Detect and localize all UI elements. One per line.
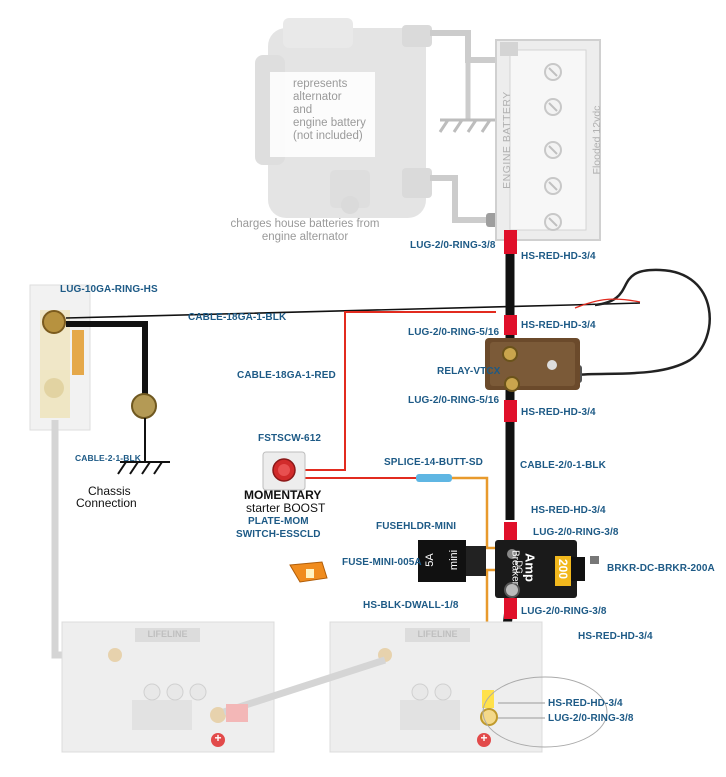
- label-lug-top: LUG-2/0-RING-3/8: [410, 240, 496, 251]
- breaker-amps: 200: [556, 558, 570, 580]
- label-hs-red-2: HS-RED-HD-3/4: [521, 320, 596, 331]
- alternator-caption: charges house batteries from engine alte…: [215, 218, 395, 244]
- label-hs-red-1: HS-RED-HD-3/4: [521, 251, 596, 262]
- heat-shrink-4: [504, 522, 517, 542]
- label-fuse: FUSE-MINI-005A: [342, 557, 422, 568]
- ground-symbol: [438, 118, 496, 133]
- alternator-positive-wire: [430, 175, 495, 223]
- label-switch-esscld: SWITCH-ESSCLD: [236, 529, 321, 540]
- label-fuseholder: FUSEHLDR-MINI: [376, 521, 457, 532]
- relay-harness-wire: [574, 268, 711, 377]
- alternator-note-line: (not included): [293, 130, 363, 142]
- battery-interconnect: [222, 656, 387, 716]
- engine-battery-type: Flooded 12vdc: [591, 105, 603, 175]
- callout-ellipse: [482, 676, 608, 748]
- breaker-word: Breaker: [509, 549, 521, 585]
- fuse-holder: [418, 540, 486, 582]
- heat-shrink-3: [504, 400, 517, 422]
- heat-shrink-5: [504, 597, 517, 619]
- house-battery-right: [329, 621, 543, 753]
- label-starter-boost: starter BOOST: [246, 501, 326, 515]
- alternator-caption-line: engine alternator: [261, 231, 349, 243]
- label-lug-10ga: LUG-10GA-RING-HS: [60, 284, 158, 295]
- signal-wire-black: [65, 302, 641, 319]
- label-chassis-1: Chassis: [88, 484, 131, 498]
- label-breaker: BRKR-DC-BRKR-200A: [607, 563, 715, 574]
- breaker-unit: Amp: [522, 553, 538, 582]
- engine-battery: [495, 39, 601, 241]
- heat-shrink-2: [504, 315, 517, 335]
- label-hs-red-6: HS-RED-HD-3/4: [548, 698, 623, 709]
- fuse-holder-size: mini: [448, 549, 460, 571]
- alternator-illustration: [255, 18, 432, 218]
- house-battery-right-brand: LIFELINE: [417, 629, 458, 639]
- house-battery-left-brand: LIFELINE: [147, 629, 188, 639]
- chassis-ground-symbol: [117, 418, 170, 475]
- alternator-ground-wire: [430, 30, 500, 63]
- chassis-stud: [131, 393, 157, 419]
- fuse-holder-rating: 5A: [424, 553, 436, 567]
- label-lug-38-b: LUG-2/0-RING-3/8: [521, 606, 607, 617]
- alternator-caption-line: charges house batteries from: [230, 218, 380, 230]
- label-splice: SPLICE-14-BUTT-SD: [384, 457, 483, 468]
- house-battery-right-plus: +: [480, 731, 488, 745]
- circuit-breaker: [495, 540, 599, 598]
- house-battery-left-plus: +: [214, 731, 222, 745]
- label-cable-18ga-red: CABLE-18GA-1-RED: [237, 370, 336, 381]
- spare-fuse-icon: [289, 561, 328, 583]
- alternator-note-line: represents: [293, 78, 348, 90]
- label-lug-516-a: LUG-2/0-RING-5/16: [408, 327, 500, 338]
- relay-body: [485, 338, 580, 392]
- momentary-switch: [262, 451, 306, 491]
- chassis-cable: [66, 321, 148, 410]
- label-hs-red-3: HS-RED-HD-3/4: [521, 407, 596, 418]
- engine-battery-name: ENGINE BATTERY: [501, 91, 513, 189]
- alternator-note-line: engine battery: [293, 117, 366, 129]
- alternator-note-line: and: [293, 104, 313, 116]
- label-chassis-2: Connection: [76, 496, 137, 510]
- label-lug-38-c: LUG-2/0-RING-3/8: [548, 713, 634, 724]
- chassis-busbar: [29, 284, 91, 431]
- signal-wire-red: [300, 311, 496, 471]
- house-battery-left: [61, 621, 275, 753]
- label-momentary: MOMENTARY: [244, 488, 322, 502]
- label-plate-mom: PLATE-MOM: [248, 516, 309, 527]
- label-lug-516-b: LUG-2/0-RING-5/16: [408, 395, 500, 406]
- label-cable-2-blk: CABLE-2-1-BLK: [75, 453, 141, 463]
- label-cable-18ga-blk: CABLE-18GA-1-BLK: [188, 312, 287, 323]
- splice: [416, 474, 452, 482]
- label-cable-20-blk: CABLE-2/0-1-BLK: [520, 460, 606, 471]
- label-hs-blk: HS-BLK-DWALL-1/8: [363, 600, 459, 611]
- label-hs-red-5: HS-RED-HD-3/4: [578, 631, 653, 642]
- label-fstscw: FSTSCW-612: [258, 433, 322, 444]
- heat-shrink-1: [504, 230, 517, 254]
- alternator-note-line: alternator: [293, 91, 342, 103]
- label-relay: RELAY-VTCX: [437, 366, 501, 377]
- label-lug-38-a: LUG-2/0-RING-3/8: [533, 527, 619, 538]
- label-hs-red-4: HS-RED-HD-3/4: [531, 505, 606, 516]
- alternator-note: represents alternator and engine battery…: [293, 78, 366, 143]
